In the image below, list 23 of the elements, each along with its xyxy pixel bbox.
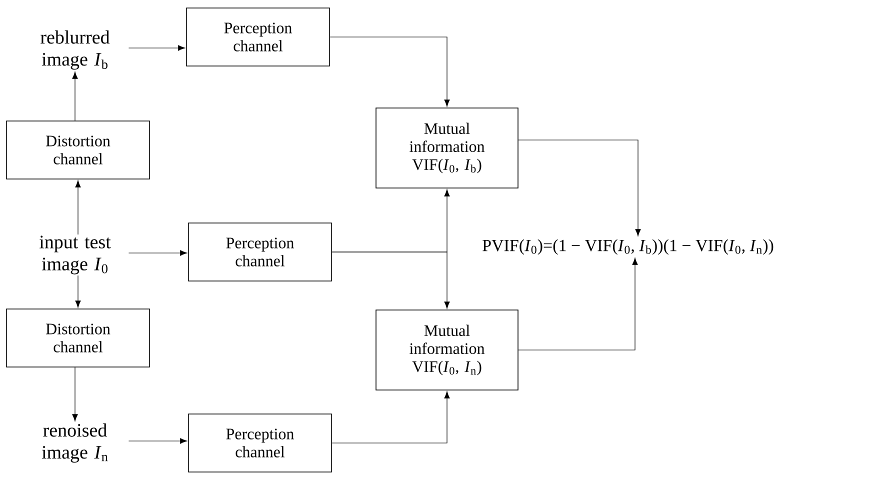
image-label: input test image I$_{0}$ — [40, 236, 111, 274]
arrow — [128, 45, 186, 51]
image-label: renoised image I$_{n}$ — [42, 423, 108, 463]
arrow — [72, 72, 78, 121]
arrow — [332, 391, 450, 444]
process-box: Distortion channel — [6, 308, 150, 368]
arrow — [128, 250, 188, 256]
process-box: Perception channel — [188, 414, 332, 472]
process-box: Mutual information VIF(I$_{0}$, I$_{b}$) — [376, 108, 518, 188]
arrow — [330, 36, 450, 107]
process-box: Distortion channel — [6, 120, 150, 180]
process-box: Perception channel — [188, 222, 332, 282]
arrow — [518, 140, 641, 236]
arrow — [75, 275, 81, 308]
arrow — [518, 258, 638, 350]
arrow — [128, 438, 188, 444]
arrow — [72, 367, 78, 422]
arrow — [332, 252, 450, 309]
process-box: Mutual information VIF(I$_{0}$, I$_{n}$) — [376, 310, 518, 390]
arrow — [75, 180, 81, 235]
formula-text: PVIF(I$_{0}$)=(1 − VIF(I$_{0}$, I$_{b}$))(1 − VIF(I$_{0}$, I$_{n}$)) — [482, 239, 774, 255]
image-label: reblurred image I$_{b}$ — [40, 30, 110, 70]
process-box: Perception channel — [186, 8, 330, 66]
